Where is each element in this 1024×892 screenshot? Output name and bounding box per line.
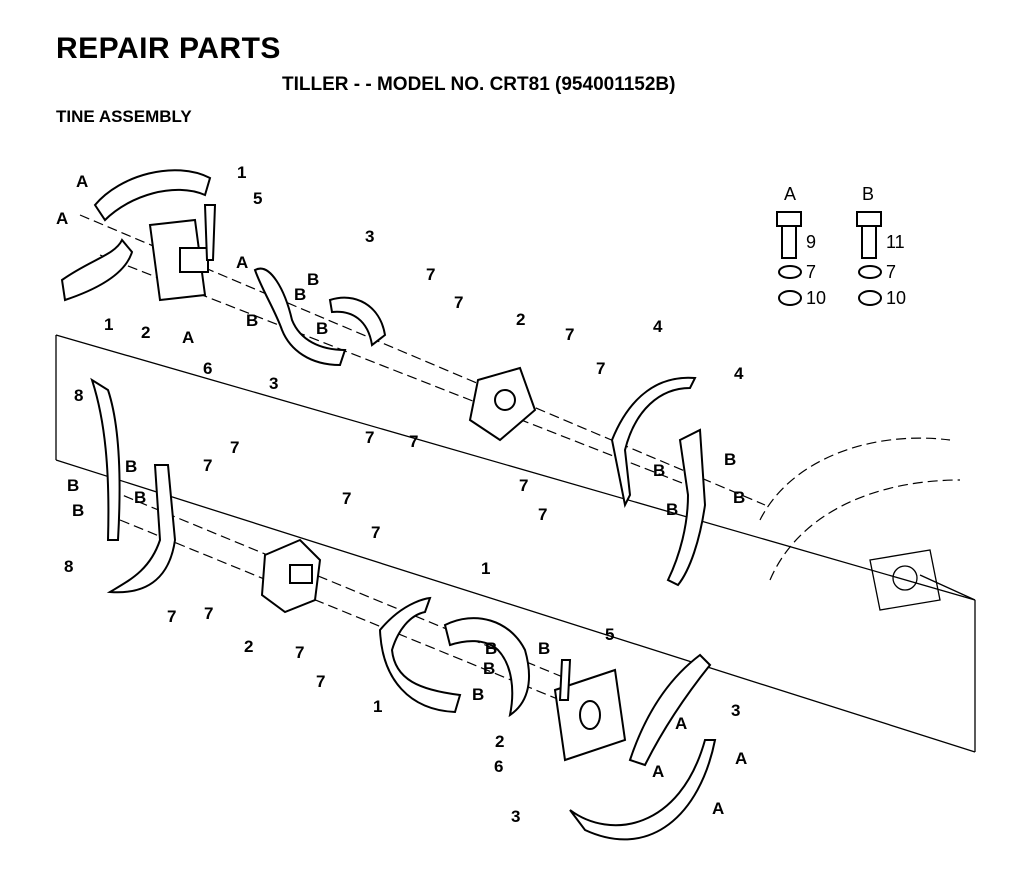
- callout: 7: [409, 432, 418, 451]
- callout: 7: [565, 325, 574, 344]
- callout: B: [472, 685, 484, 704]
- tiller-housing: [759, 437, 976, 611]
- callout: B: [67, 476, 79, 495]
- callout: 3: [269, 374, 278, 393]
- callout: 7: [316, 672, 325, 691]
- tine-part-3-lower: [569, 653, 717, 841]
- callout: B: [653, 461, 665, 480]
- callout: 1: [373, 697, 382, 716]
- callout: 3: [731, 701, 740, 720]
- callout: 7: [538, 505, 547, 524]
- callout: 7: [203, 456, 212, 475]
- callout: A: [56, 209, 68, 228]
- callout: 2: [244, 637, 253, 656]
- callout: 7: [204, 604, 213, 623]
- callout: A: [182, 328, 194, 347]
- callout: 1: [237, 163, 246, 182]
- assembly-outline: [55, 334, 976, 753]
- tine-part-1-lower: [378, 596, 530, 718]
- callout: A: [735, 749, 747, 768]
- tine-part-4: [610, 376, 707, 587]
- callout: 7: [365, 428, 374, 447]
- callout: 4: [653, 317, 663, 336]
- callout-labels: 1 5 A A A 1 2 A 6 3 B B B B 3 7 7 2 7 7 …: [56, 163, 747, 826]
- callout: B: [733, 488, 745, 507]
- key-label-b: B: [862, 184, 874, 204]
- key-b-washer: 7: [886, 262, 896, 282]
- callout: 4: [734, 364, 744, 383]
- hardware-key: A B 9 7 10 11 7 10: [776, 184, 906, 308]
- callout: B: [307, 270, 319, 289]
- tine-part-8: [90, 377, 177, 594]
- callout: A: [652, 762, 664, 781]
- hub-part-2-right: [553, 659, 627, 762]
- section-title: TINE ASSEMBLY: [56, 107, 192, 126]
- callout: 6: [494, 757, 503, 776]
- callout: 7: [519, 476, 528, 495]
- callout: B: [316, 319, 328, 338]
- callout: 2: [141, 323, 150, 342]
- key-a-bolt: 9: [806, 232, 816, 252]
- callout: 5: [605, 625, 614, 644]
- callout: B: [724, 450, 736, 469]
- callout: B: [666, 500, 678, 519]
- callout: B: [483, 659, 495, 678]
- callout: 7: [426, 265, 435, 284]
- callout: 2: [516, 310, 525, 329]
- callout: 3: [365, 227, 374, 246]
- callout: 7: [596, 359, 605, 378]
- callout: A: [712, 799, 724, 818]
- callout: B: [134, 488, 146, 507]
- callout: 5: [253, 189, 262, 208]
- callout: 7: [342, 489, 351, 508]
- callout: 1: [481, 559, 490, 578]
- callout: 7: [295, 643, 304, 662]
- hub-part-2-lower: [260, 538, 322, 614]
- callout: B: [485, 639, 497, 658]
- tine-part-3-upper: [253, 267, 387, 367]
- callout: A: [675, 714, 687, 733]
- callout: 6: [203, 359, 212, 378]
- callout: B: [125, 457, 137, 476]
- callout: B: [538, 639, 550, 658]
- callout: 7: [371, 523, 380, 542]
- callout: A: [76, 172, 88, 191]
- callout: B: [246, 311, 258, 330]
- callout: 1: [104, 315, 113, 334]
- key-a-nut: 10: [806, 288, 826, 308]
- model-subtitle: TILLER - - MODEL NO. CRT81 (954001152B): [282, 74, 676, 95]
- page-title: REPAIR PARTS: [56, 32, 281, 65]
- tine-part-1-upper: [60, 169, 217, 302]
- callout: 7: [167, 607, 176, 626]
- callout: B: [72, 501, 84, 520]
- callout: A: [236, 253, 248, 272]
- callout: 2: [495, 732, 504, 751]
- callout: 3: [511, 807, 520, 826]
- key-b-nut: 10: [886, 288, 906, 308]
- callout: 7: [230, 438, 239, 457]
- key-b-bolt: 11: [886, 232, 905, 252]
- key-label-a: A: [784, 184, 796, 204]
- key-a-washer: 7: [806, 262, 816, 282]
- callout: B: [294, 285, 306, 304]
- hub-part-2-upper: [468, 366, 537, 442]
- callout: 8: [74, 386, 83, 405]
- callout: 8: [64, 557, 73, 576]
- callout: 7: [454, 293, 463, 312]
